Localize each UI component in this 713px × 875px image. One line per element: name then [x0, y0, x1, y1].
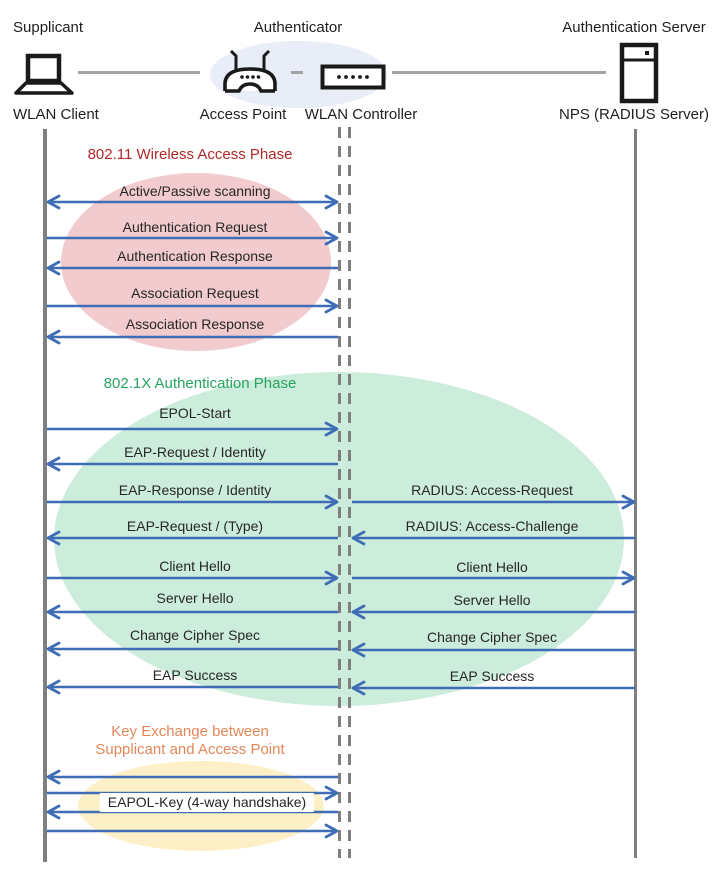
message-label: RADIUS: Access-Challenge: [405, 518, 579, 534]
phase-title-key-exchange-line1: Key Exchange between: [111, 723, 269, 740]
wlan-controller-icon: [320, 64, 386, 90]
message-arrow-left: [46, 456, 338, 472]
device-label-wlan-controller: WLAN Controller: [304, 106, 418, 123]
phase-title-key-exchange-line2: Supplicant and Access Point: [95, 741, 285, 758]
lifeline-controller-dashed-left: [338, 127, 341, 858]
connector-dash-middle: [291, 71, 303, 74]
device-label-nps-radius-server: NPS (RADIUS Server): [558, 106, 710, 123]
laptop-icon: [14, 53, 74, 95]
message-label: Client Hello: [456, 559, 528, 575]
message-label: EPOL-Start: [159, 405, 231, 421]
message-arrow-left: [46, 804, 338, 820]
phase-title-wireless: 802.11 Wireless Access Phase: [87, 146, 293, 163]
message-arrow-left: [351, 642, 635, 658]
message-arrow-left: [351, 530, 635, 546]
message-arrow-right: [47, 823, 339, 839]
role-label-authenticator: Authenticator: [253, 19, 343, 36]
message-arrow-right: [352, 570, 636, 586]
role-label-supplicant: Supplicant: [13, 19, 84, 36]
message-arrow-both: [46, 194, 339, 210]
connector-line-left: [78, 71, 200, 74]
lifeline-supplicant: [43, 129, 47, 862]
message-label: EAP-Response / Identity: [118, 482, 272, 498]
message-label: EAPOL-Key (4-way handshake): [99, 793, 315, 812]
phase-title-dot1x: 802.1X Authentication Phase: [103, 375, 297, 392]
message-arrow-left: [351, 680, 635, 696]
message-label: Association Request: [131, 285, 259, 301]
message-label: Authentication Request: [122, 219, 268, 235]
message-label: EAP-Request / (Type): [126, 518, 264, 534]
device-label-access-point: Access Point: [199, 106, 287, 123]
message-arrow-left: [351, 604, 635, 620]
message-label: Server Hello: [453, 592, 531, 608]
message-arrow-right: [352, 494, 636, 510]
message-arrow-right: [47, 421, 339, 437]
message-arrow-left: [46, 260, 338, 276]
lifeline-controller-dashed-right: [348, 127, 351, 858]
message-label: Client Hello: [159, 558, 231, 574]
message-arrow-left: [46, 329, 338, 345]
message-label: Active/Passive scanning: [119, 183, 271, 199]
message-arrow-right: [47, 230, 339, 246]
lifeline-auth-server: [634, 129, 637, 858]
message-label: Association Response: [125, 316, 265, 332]
server-icon: [619, 42, 659, 104]
message-label: Change Cipher Spec: [427, 629, 557, 645]
message-arrow-right: [47, 494, 339, 510]
device-label-wlan-client: WLAN Client: [13, 106, 99, 123]
message-label: Change Cipher Spec: [130, 627, 260, 643]
message-arrow-left: [46, 769, 338, 785]
connector-line-right: [392, 71, 606, 74]
message-arrow-left: [46, 604, 338, 620]
message-arrow-left: [46, 679, 338, 695]
message-arrow-right: [47, 570, 339, 586]
message-label: Server Hello: [156, 590, 234, 606]
message-label: EAP-Request / Identity: [124, 444, 266, 460]
message-label: RADIUS: Access-Request: [411, 482, 573, 498]
access-point-icon: [223, 50, 277, 93]
message-arrow-left: [46, 530, 338, 546]
message-arrow-left: [46, 641, 338, 657]
message-label: Authentication Response: [117, 248, 273, 264]
role-label-authentication-server: Authentication Server: [562, 19, 706, 36]
message-label: EAP Success: [152, 667, 238, 683]
message-arrow-right: [47, 298, 339, 314]
message-label: EAP Success: [449, 668, 535, 684]
